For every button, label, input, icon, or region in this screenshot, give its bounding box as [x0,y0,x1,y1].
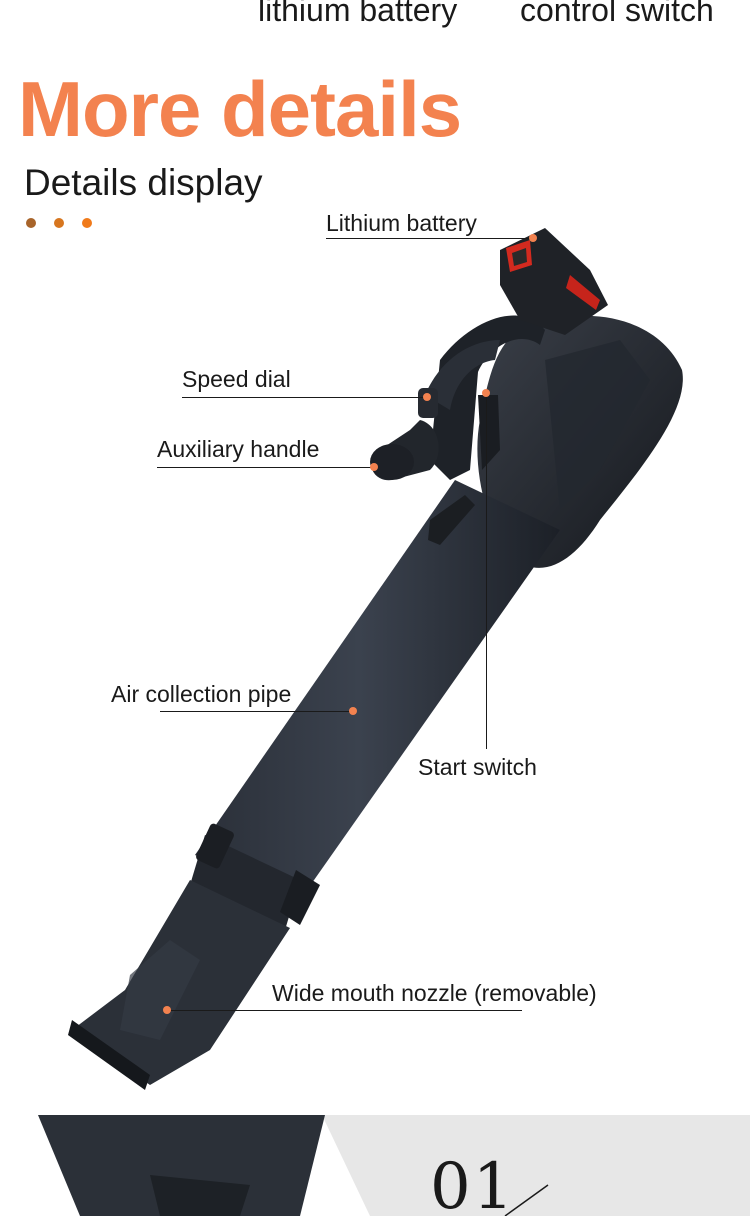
section-subtitle: Details display [24,162,263,203]
callout-wide-mouth-nozzle-line [168,1010,522,1011]
section-number: 01 [430,1150,516,1224]
callout-lithium-battery-pin [529,234,537,242]
callout-air-collection-pipe: Air collection pipe [111,681,292,707]
callout-air-collection-pipe-pin [349,707,357,715]
next-section-preview [0,1115,750,1216]
callout-start-switch-pin [482,389,490,397]
decor-dot-1 [26,218,36,228]
decor-dot-2 [54,218,64,228]
section-title: More details [18,65,462,153]
callout-air-collection-pipe-line [160,711,353,712]
callout-speed-dial-pin [423,393,431,401]
callout-wide-mouth-nozzle-pin [163,1006,171,1014]
callout-lithium-battery: Lithium battery [326,210,477,236]
callout-auxiliary-handle-pin [370,463,378,471]
decor-dot-3 [82,218,92,228]
callout-speed-dial-line [182,397,428,398]
callout-auxiliary-handle-line [157,467,375,468]
callout-wide-mouth-nozzle: Wide mouth nozzle (removable) [272,980,597,1006]
callout-speed-dial: Speed dial [182,366,291,392]
top-caption-battery: lithium battery [258,0,458,28]
callout-lithium-battery-line [326,238,534,239]
callout-auxiliary-handle: Auxiliary handle [157,436,320,462]
callout-start-switch-line [486,397,487,749]
top-caption-switch: control switch [520,0,714,28]
callout-start-switch: Start switch [418,754,537,780]
